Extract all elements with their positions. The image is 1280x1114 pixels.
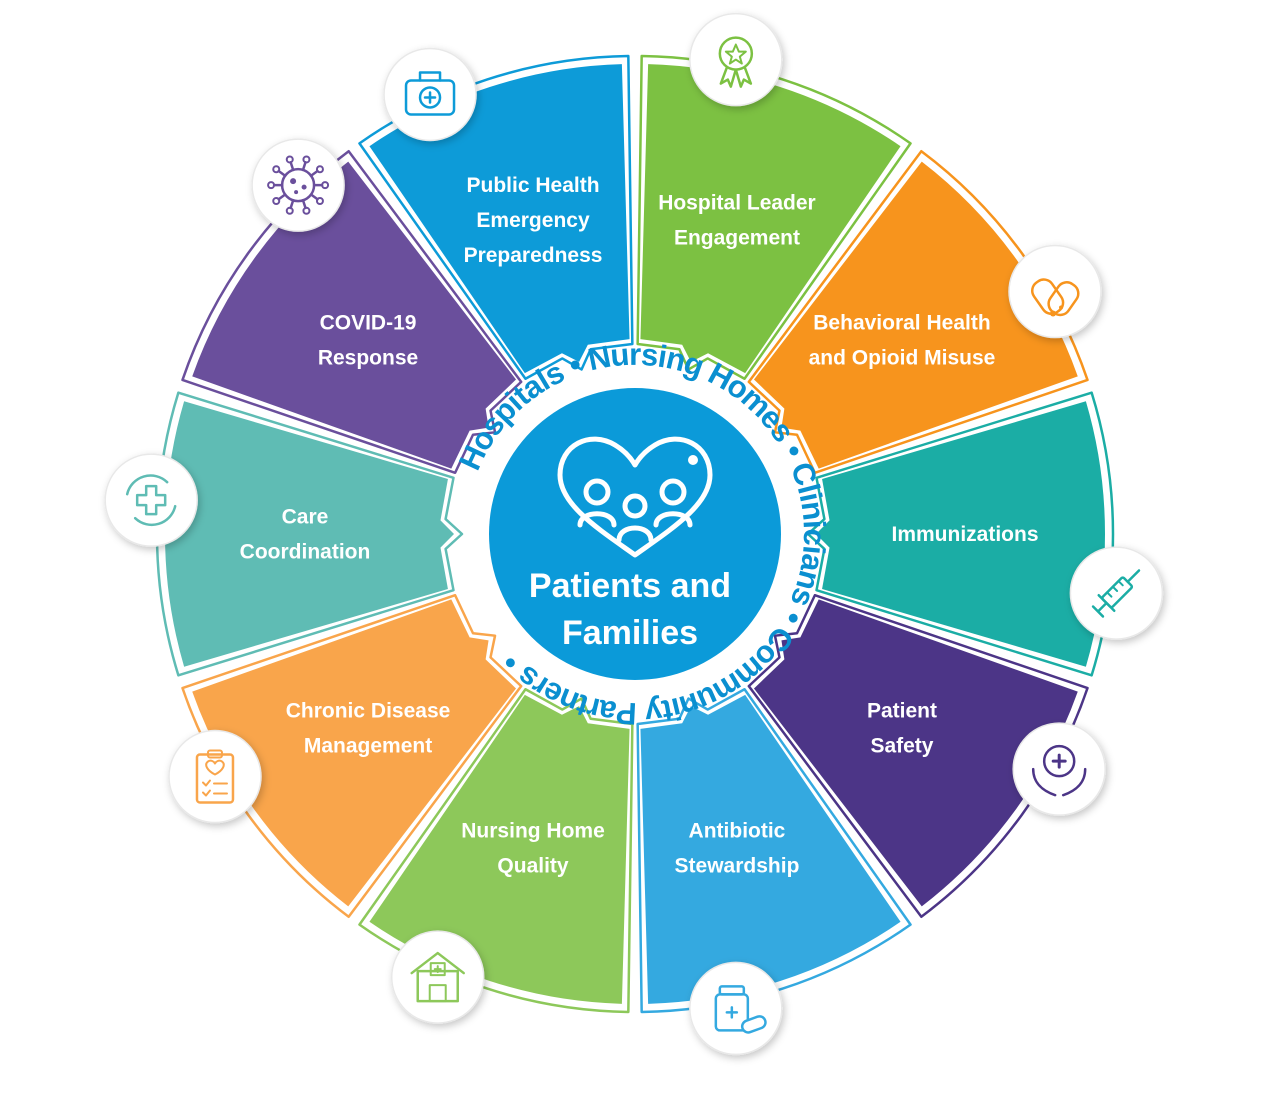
segment-fill <box>753 161 1078 469</box>
segment-fill <box>640 64 901 374</box>
segment-label: Coordination <box>240 541 371 564</box>
clipboard-heart-icon-badge <box>168 729 262 824</box>
segment-fill <box>165 401 454 667</box>
pills-icon-badge <box>1008 244 1102 339</box>
icon-badge-circle <box>1069 546 1164 640</box>
nursing-home-building-icon <box>410 951 465 1003</box>
segment-fill <box>816 401 1105 667</box>
segment-label: Safety <box>870 734 933 757</box>
center-label-line1: Patients and <box>529 567 731 605</box>
segment-label: Quality <box>497 854 569 877</box>
segment-fill <box>192 599 517 907</box>
virus-icon-badge <box>251 138 345 232</box>
icon-badge-circle <box>168 729 262 824</box>
segment-label: Emergency <box>476 209 590 232</box>
segment-label: Patient <box>867 699 937 722</box>
hands-cross-icon-badge <box>1012 722 1106 816</box>
segment-label: Stewardship <box>675 854 800 877</box>
segment-fill <box>753 599 1078 907</box>
segment-label: Antibiotic <box>689 819 786 842</box>
hands-cross-icon <box>1031 744 1087 797</box>
segment-label: Immunizations <box>891 523 1038 546</box>
segment-label: Public Health <box>467 174 600 197</box>
segment-label: Care <box>282 506 329 529</box>
award-ribbon-icon <box>718 36 754 88</box>
segment-label: Behavioral Health <box>813 312 990 335</box>
segment-label: Engagement <box>674 227 800 250</box>
icon-badge-circle <box>390 930 485 1024</box>
cycle-cross-icon-badge <box>104 453 198 547</box>
segment-label: Hospital Leader <box>658 192 816 215</box>
first-aid-kit-icon <box>404 71 456 116</box>
cycle-cross-icon <box>125 474 177 527</box>
syringe-icon <box>1091 569 1141 618</box>
syringe-icon-badge <box>1069 546 1164 640</box>
virus-icon <box>267 155 330 215</box>
segment-label: COVID-19 <box>320 312 417 335</box>
segment-label: and Opioid Misuse <box>809 347 996 370</box>
pills-icon <box>1030 278 1080 317</box>
center-label-line2: Families <box>562 614 698 652</box>
first-aid-kit-icon-badge <box>383 47 477 142</box>
segment-immunizations: Immunizations <box>806 391 1115 677</box>
icon-badge-circle <box>104 453 198 547</box>
segment-label: Chronic Disease <box>286 699 451 722</box>
segment-label: Response <box>318 347 418 370</box>
segment-fill <box>192 161 517 469</box>
segment-label: Management <box>304 734 432 757</box>
segment-label: Nursing Home <box>461 819 605 842</box>
heart-family-icon <box>557 436 713 558</box>
medicine-bottle-icon <box>714 985 767 1034</box>
segment-label: Preparedness <box>464 244 603 267</box>
award-ribbon-icon-badge <box>689 12 783 107</box>
segment-fill <box>369 694 630 1004</box>
segment-fill <box>640 694 901 1004</box>
medicine-bottle-icon-badge <box>689 961 783 1056</box>
icon-badge-circle <box>1012 722 1106 816</box>
icon-badge-circle <box>689 961 783 1056</box>
segment-fill <box>369 64 630 374</box>
clipboard-heart-icon <box>195 749 235 804</box>
nursing-home-building-icon-badge <box>390 930 485 1024</box>
icon-badge-circle <box>251 138 345 232</box>
